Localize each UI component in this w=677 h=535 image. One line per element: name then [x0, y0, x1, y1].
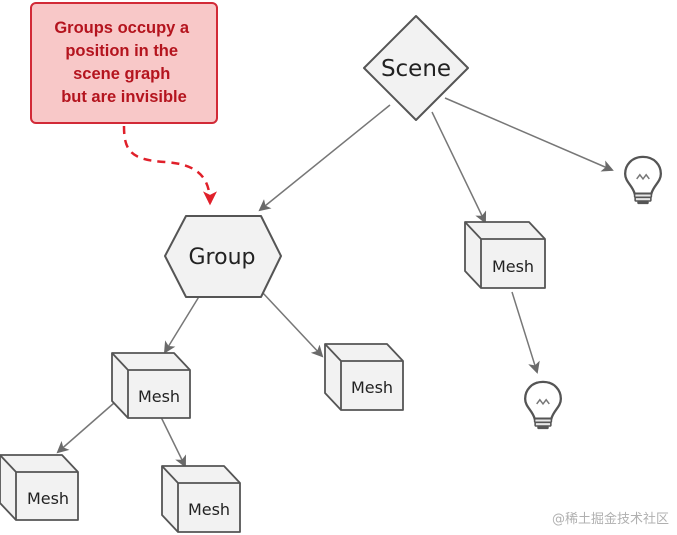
mesh-label: Mesh: [138, 387, 180, 406]
group-label: Group: [189, 245, 256, 270]
scene-node: Scene: [363, 15, 469, 121]
note-line: scene graph: [73, 65, 170, 83]
edges: [56, 97, 614, 468]
edge-group-mesh-b: [163, 294, 201, 354]
note-line: Groups occupy a: [54, 19, 190, 37]
note-arrow: [122, 125, 217, 206]
edge-scene-group: [258, 104, 391, 212]
scene-label: Scene: [381, 56, 451, 82]
edge-mesh-b-mesh-d: [56, 402, 115, 454]
mesh-label: Mesh: [351, 378, 393, 397]
edge-scene-light: [444, 97, 614, 172]
light-bulb-icon: [623, 155, 663, 206]
svg-text:Groups occupy a position: Groups occupy a position in the scene gr…: [54, 19, 193, 106]
mesh-label: Mesh: [188, 500, 230, 519]
mesh-label: Mesh: [27, 489, 69, 508]
edge-group-mesh-c: [261, 291, 324, 358]
edge-mesh-a-light: [511, 291, 540, 374]
edge-scene-mesh-a: [431, 111, 487, 224]
light-bulb-icon: [523, 380, 563, 431]
watermark: @稀土掘金技术社区: [551, 512, 669, 527]
mesh-node: Mesh: [324, 343, 404, 411]
note-line: but are invisible: [61, 88, 187, 106]
mesh-node: Mesh: [0, 454, 79, 521]
note-box: [30, 2, 218, 124]
note-callout: Groups occupy a position in the scene gr…: [30, 2, 218, 206]
group-node: Group: [164, 215, 282, 298]
mesh-node: Mesh: [464, 221, 546, 289]
mesh-node: Mesh: [111, 352, 191, 419]
mesh-label: Mesh: [492, 257, 534, 276]
edge-mesh-b-mesh-e: [159, 414, 186, 468]
note-line: position in the: [65, 42, 178, 60]
mesh-node: Mesh: [161, 465, 241, 533]
